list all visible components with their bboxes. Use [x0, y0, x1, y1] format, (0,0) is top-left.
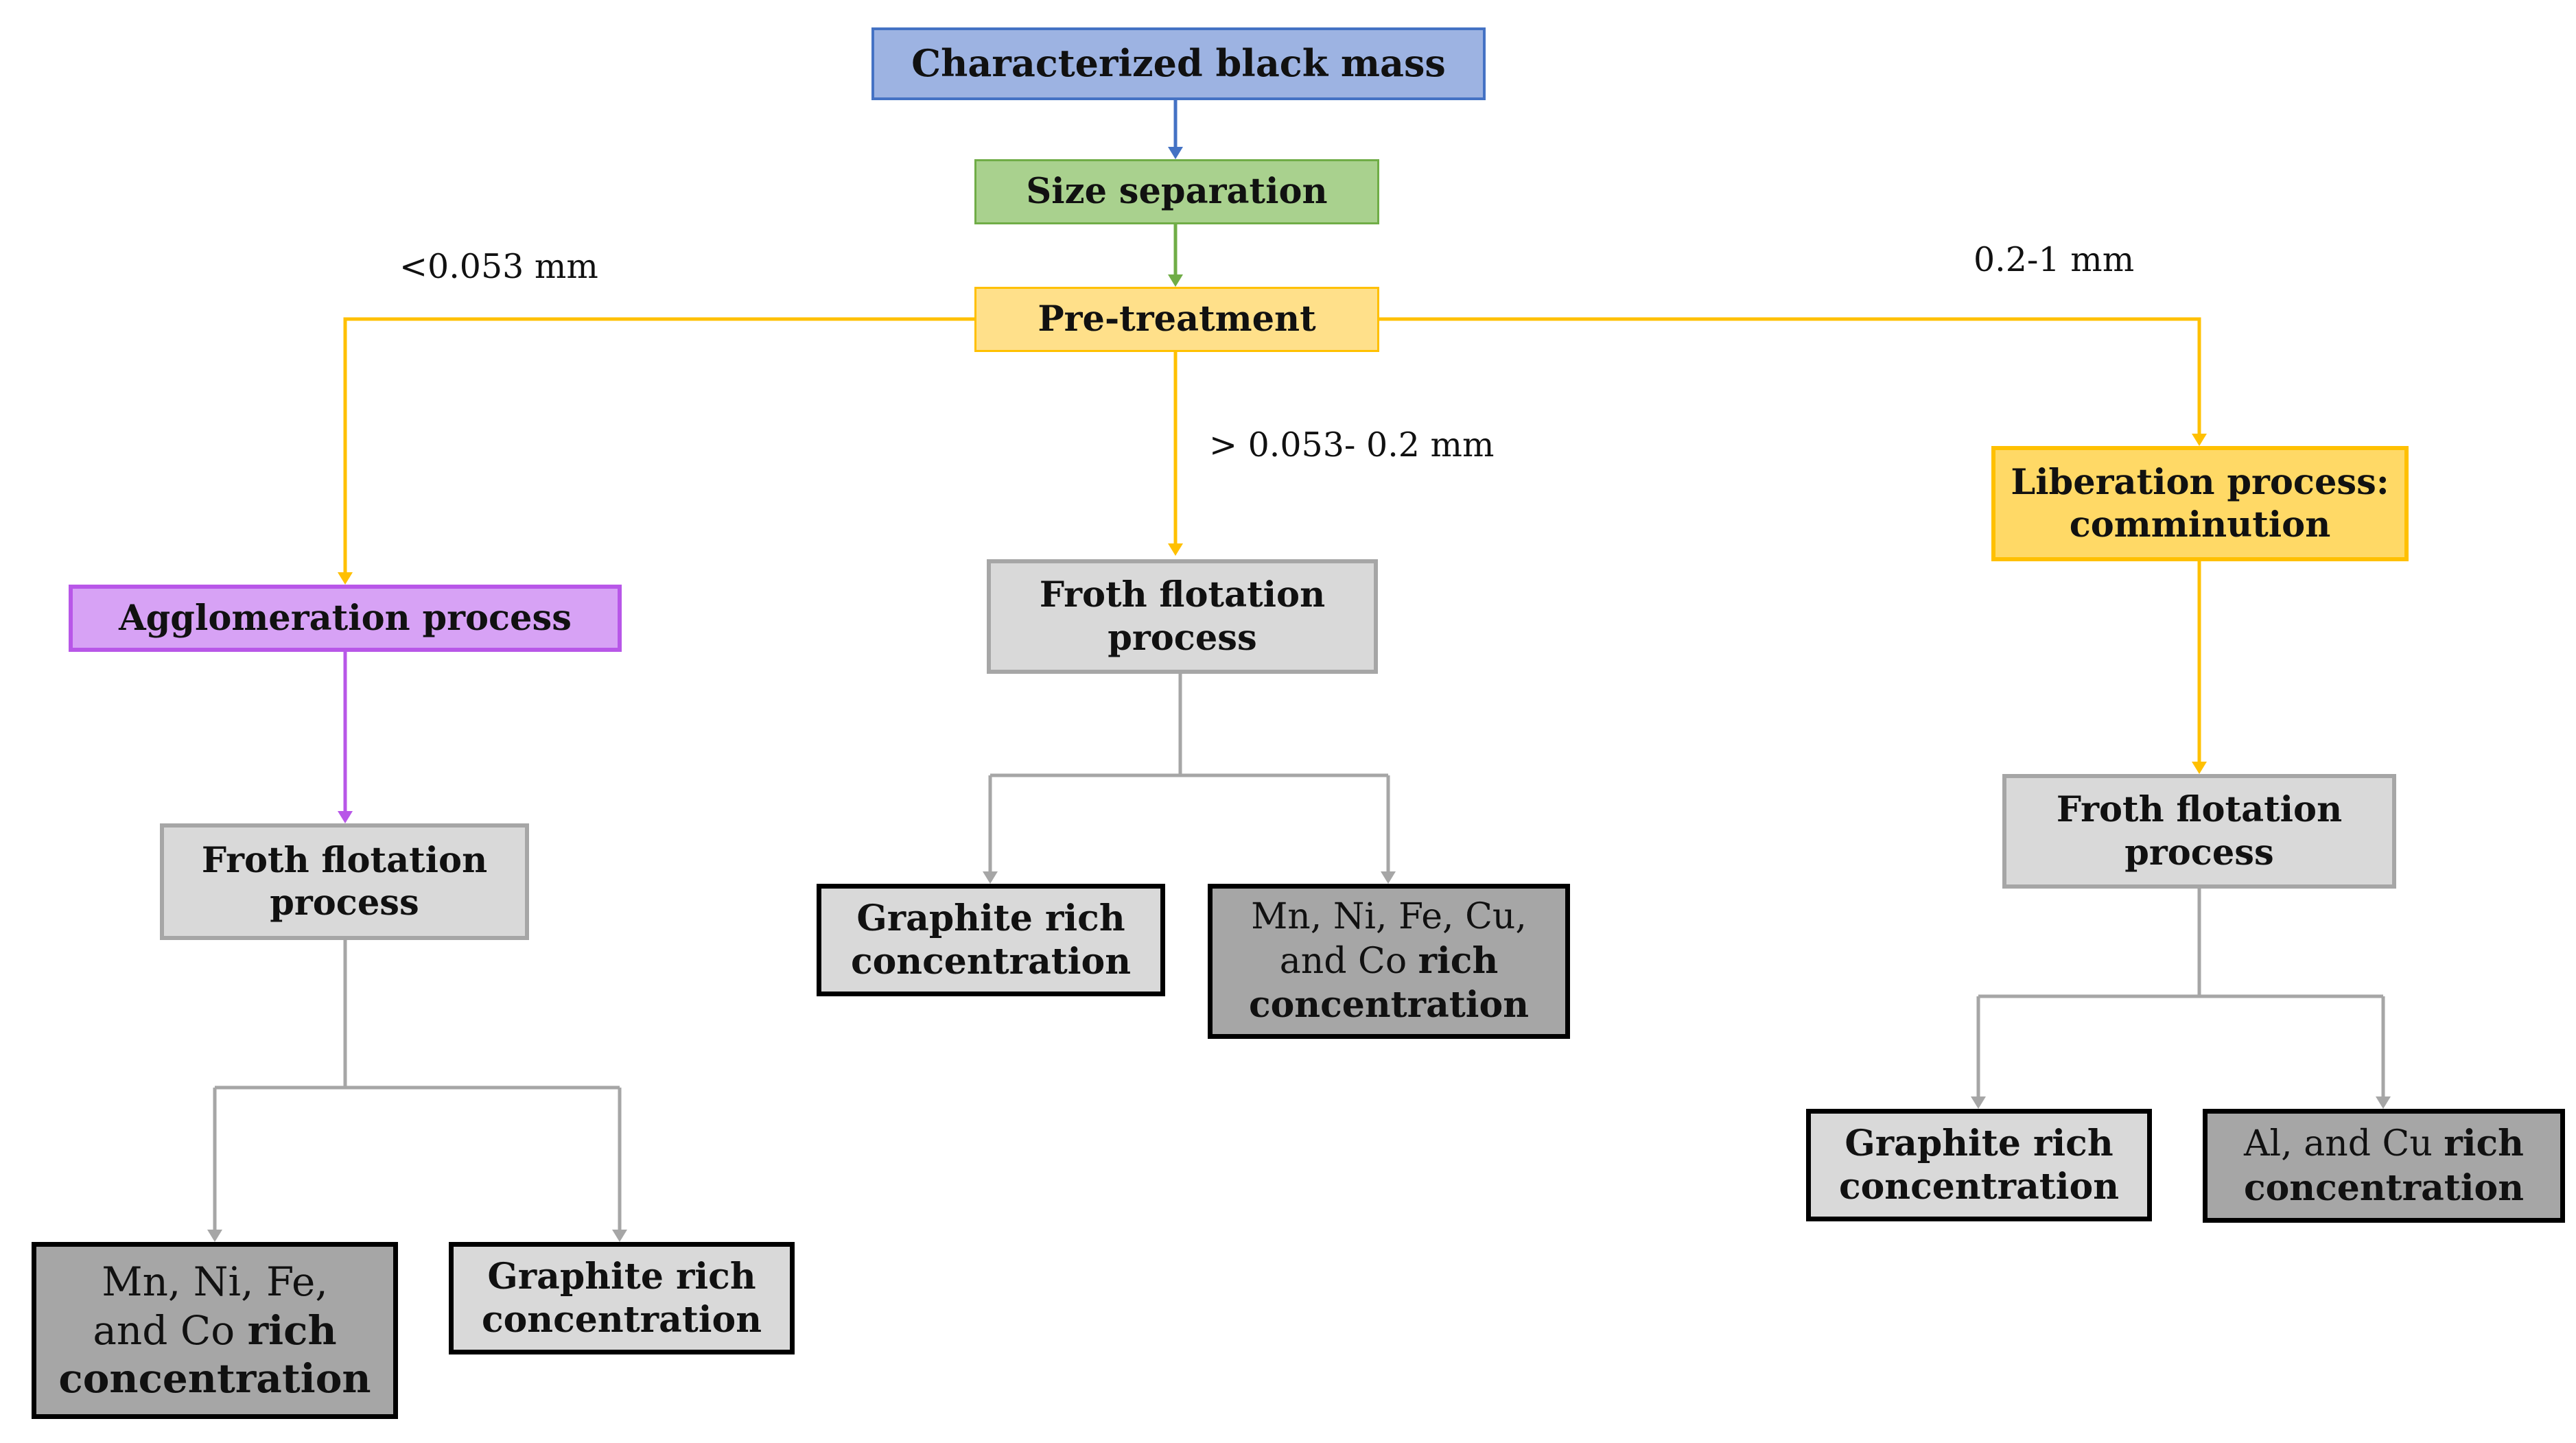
node-pre-treatment: Pre-treatment: [974, 287, 1379, 352]
metals-mid-line3: concentration: [1248, 984, 1530, 1026]
connector-pretreatment-to-agglomeration: [343, 317, 974, 576]
froth-left-line1: Froth flotation: [201, 839, 488, 881]
graphite-left-line2: concentration: [481, 1299, 762, 1341]
froth-left-line2: process: [270, 882, 419, 924]
arrowhead: [1168, 543, 1183, 556]
graphite-right-line2: concentration: [1838, 1166, 2120, 1208]
node-froth-flotation-mid: Froth flotation process: [987, 559, 1378, 674]
arrowhead: [338, 811, 353, 823]
al-cu-line1: Al, and Cu rich: [2244, 1122, 2524, 1166]
leaf-graphite-right: Graphite rich concentration: [1806, 1109, 2152, 1221]
arrowhead: [1381, 871, 1396, 884]
graphite-mid-line1: Graphite rich: [856, 897, 1125, 939]
arrowhead: [1168, 147, 1183, 159]
graphite-left-line1: Graphite rich: [487, 1255, 756, 1298]
label-medium-fraction: > 0.053- 0.2 mm: [1209, 425, 1495, 465]
metals-mid-line2-plain: and Co: [1279, 940, 1407, 982]
metals-mid-line2: and Co rich: [1280, 939, 1499, 983]
arrowhead: [207, 1230, 222, 1242]
leaf-metals-left: Mn, Ni, Fe, and Co rich concentration: [32, 1242, 398, 1419]
node-liberation-process: Liberation process: comminution: [1991, 446, 2409, 561]
node-pre-treatment-label: Pre-treatment: [1038, 298, 1316, 340]
arrowhead: [612, 1230, 627, 1242]
metals-left-line2: and Co rich: [93, 1306, 336, 1355]
froth-right-line2: process: [2124, 832, 2274, 873]
metals-left-line1: Mn, Ni, Fe,: [102, 1258, 328, 1305]
metals-left-line2-plain: and Co: [93, 1306, 235, 1354]
metals-left-line2-bold: rich: [247, 1306, 337, 1354]
metals-mid-line1: Mn, Ni, Fe, Cu,: [1251, 896, 1527, 938]
leaf-metals-mid: Mn, Ni, Fe, Cu, and Co rich concentratio…: [1208, 884, 1570, 1039]
al-cu-line1-bold: rich: [2444, 1123, 2524, 1165]
arrowhead: [2376, 1096, 2391, 1109]
liberation-line2: comminution: [2069, 504, 2331, 545]
node-characterized-black-mass: Characterized black mass: [871, 27, 1486, 100]
node-characterized-black-mass-label: Characterized black mass: [911, 41, 1446, 86]
node-froth-flotation-right: Froth flotation process: [2002, 774, 2396, 889]
arrowhead: [1168, 274, 1183, 287]
graphite-right-line1: Graphite rich: [1845, 1122, 2114, 1164]
arrowhead: [983, 871, 998, 884]
froth-right-line1: Froth flotation: [2056, 789, 2343, 831]
arrowhead: [1971, 1096, 1986, 1109]
node-size-separation-label: Size separation: [1026, 171, 1328, 213]
arrowhead: [338, 572, 353, 585]
leaf-al-cu-right: Al, and Cu rich concentration: [2203, 1109, 2565, 1223]
graphite-mid-line2: concentration: [850, 941, 1132, 983]
node-agglomeration-label: Agglomeration process: [119, 597, 572, 639]
label-fine-fraction: <0.053 mm: [399, 247, 598, 286]
metals-mid-line2-bold: rich: [1418, 939, 1499, 982]
label-coarse-fraction: 0.2-1 mm: [1974, 240, 2135, 279]
liberation-line1: Liberation process:: [2011, 461, 2389, 503]
froth-mid-line2: process: [1108, 617, 1257, 659]
connector-froth-mid-split: [988, 674, 1390, 876]
connector-froth-left-split: [213, 940, 622, 1235]
leaf-graphite-left: Graphite rich concentration: [449, 1242, 795, 1354]
leaf-graphite-mid: Graphite rich concentration: [817, 884, 1165, 996]
al-cu-line2: concentration: [2243, 1166, 2525, 1209]
node-froth-flotation-left: Froth flotation process: [160, 823, 529, 940]
metals-left-line3: concentration: [58, 1355, 371, 1403]
arrowhead: [2192, 762, 2207, 774]
froth-mid-line1: Froth flotation: [1039, 574, 1326, 616]
arrowhead: [2192, 434, 2207, 446]
connector-pretreatment-to-liberation: [1379, 317, 2201, 438]
node-agglomeration-process: Agglomeration process: [69, 585, 622, 652]
connector-froth-right-split: [1976, 889, 2385, 1101]
node-size-separation: Size separation: [974, 159, 1379, 224]
al-cu-line1-plain: Al, and Cu: [2244, 1123, 2433, 1165]
